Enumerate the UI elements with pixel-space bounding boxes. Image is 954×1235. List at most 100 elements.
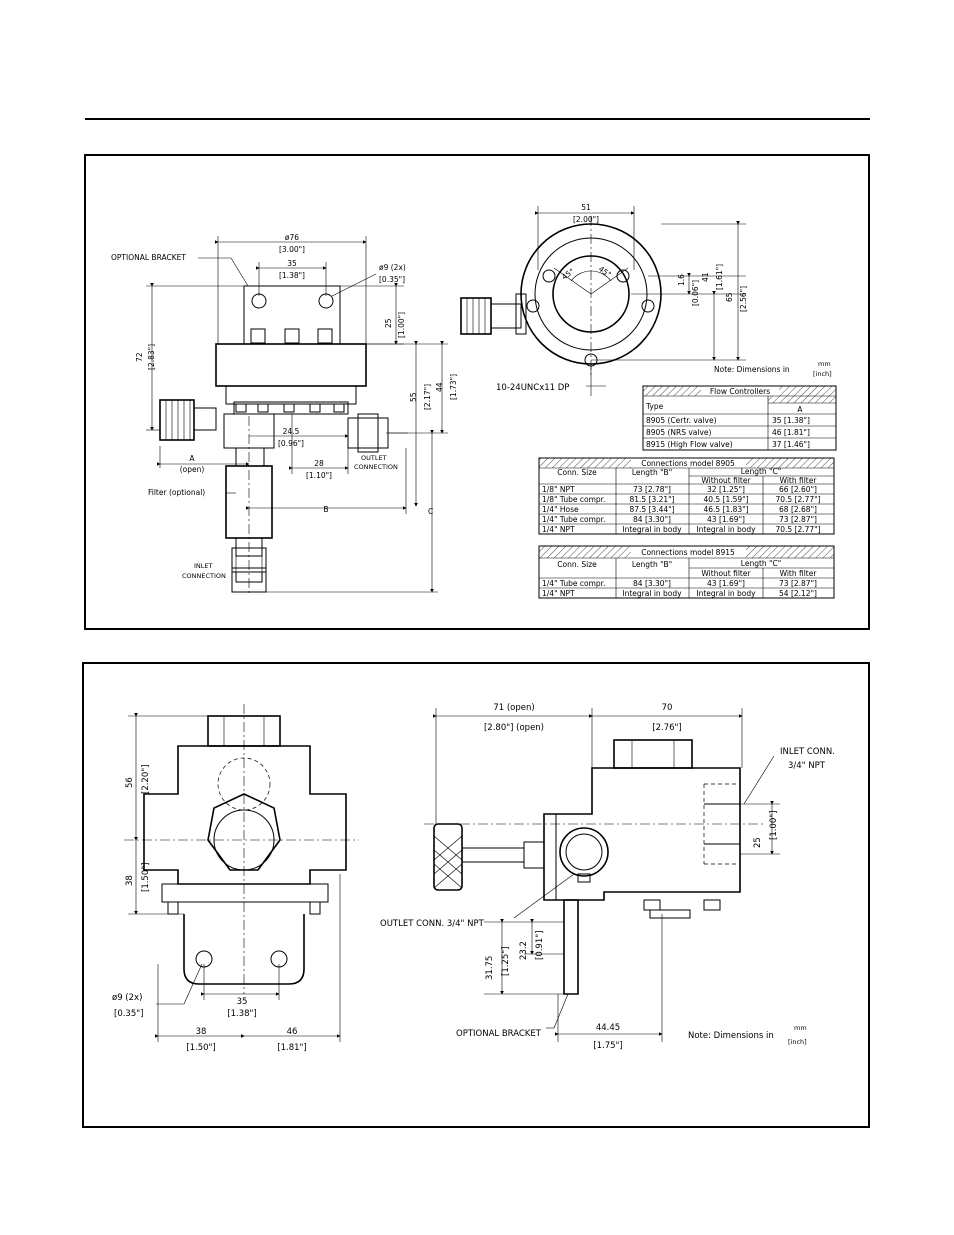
dim-72: 72 bbox=[135, 352, 144, 362]
dim-72-in: [2.83"] bbox=[147, 344, 156, 370]
dim-35-in: [1.38"] bbox=[279, 271, 305, 280]
c8915-h-size: Conn. Size bbox=[557, 560, 597, 569]
dim-44-45-in: [1.75"] bbox=[593, 1041, 622, 1051]
dim-44-45: 44.45 bbox=[596, 1023, 620, 1033]
label-outlet2: OUTLET CONN. 3/4" NPT bbox=[380, 919, 485, 929]
dim-25b: 25 bbox=[753, 837, 763, 848]
dim-41: 41 bbox=[701, 272, 710, 282]
dim-56: 56 bbox=[125, 777, 135, 788]
dim-23-2: 23.2 bbox=[519, 941, 529, 960]
label-filter: Filter (optional) bbox=[148, 488, 205, 497]
label-outlet: OUTLET bbox=[361, 454, 387, 462]
svg-text:32 [1.25"]: 32 [1.25"] bbox=[707, 485, 745, 494]
dim-31-75: 31.75 bbox=[485, 956, 495, 980]
top-drawing: ø76 [3.00"] 35 [1.38"] ø9 (2x) [0.35"] O… bbox=[111, 203, 837, 599]
c8905-h-size: Conn. Size bbox=[557, 468, 597, 477]
dim-a: A bbox=[189, 454, 195, 463]
label-inlet2-npt: 3/4" NPT bbox=[788, 761, 826, 771]
bottom-right-view: 71 (open) [2.80"] (open) 70 [2.76"] INLE… bbox=[380, 703, 835, 1051]
dim-hole: ø9 (2x) bbox=[379, 263, 406, 272]
c8915-h-c: Length "C" bbox=[741, 559, 781, 568]
dim-44-in: [1.73"] bbox=[449, 374, 458, 400]
dim-b: B bbox=[323, 505, 328, 514]
flow-row-3-type: 8915 (High Flow valve) bbox=[646, 440, 733, 449]
svg-text:Integral in body: Integral in body bbox=[696, 525, 756, 534]
note-unit-mm: mm bbox=[818, 360, 831, 368]
right-body bbox=[543, 767, 741, 901]
dim-46-in: [1.81"] bbox=[277, 1043, 306, 1053]
svg-text:Integral in body: Integral in body bbox=[696, 589, 756, 598]
dim-35b-in: [1.38"] bbox=[227, 1009, 256, 1019]
flow-row-2-type: 8905 (NRS valve) bbox=[646, 428, 712, 437]
c8915-title: Connections model 8915 bbox=[641, 548, 735, 557]
dim-c: C bbox=[428, 507, 433, 516]
dim-28: 28 bbox=[314, 459, 324, 468]
dim-hole-in: [0.35"] bbox=[379, 275, 405, 284]
dim-hole2: ø9 (2x) bbox=[112, 993, 142, 1003]
svg-text:54 [2.12"]: 54 [2.12"] bbox=[779, 589, 817, 598]
side-view: ø76 [3.00"] 35 [1.38"] ø9 (2x) [0.35"] O… bbox=[111, 233, 458, 596]
c8905-title: Connections model 8905 bbox=[641, 459, 735, 468]
dim-51-in: [2.00"] bbox=[573, 215, 599, 224]
dim-41-in: [1.61"] bbox=[715, 264, 724, 290]
svg-text:1/4" NPT: 1/4" NPT bbox=[542, 589, 575, 598]
hex-top-right bbox=[613, 739, 693, 769]
dim-71-in: [2.80"] (open) bbox=[484, 723, 544, 733]
bottom-drawing: 56 [2.20"] 38 [1.50"] ø9 (2x) [0.35"] 35… bbox=[112, 703, 835, 1053]
svg-text:Integral in body: Integral in body bbox=[622, 589, 682, 598]
dim-25-in: [1.00"] bbox=[397, 312, 406, 338]
svg-text:46.5 [1.83"]: 46.5 [1.83"] bbox=[703, 505, 748, 514]
flow-controllers-table: Flow Controllers Type A 8905 (Certr. val… bbox=[642, 385, 837, 451]
svg-text:81.5 [3.21"]: 81.5 [3.21"] bbox=[629, 495, 674, 504]
svg-text:70.5 [2.77"]: 70.5 [2.77"] bbox=[775, 525, 820, 534]
dim-31-75-in: [1.25"] bbox=[501, 947, 511, 976]
connections-8905-table: Connections model 8905 Conn. Size Length… bbox=[538, 457, 835, 535]
dim-70: 70 bbox=[662, 703, 673, 713]
bottom-left-view: 56 [2.20"] 38 [1.50"] ø9 (2x) [0.35"] 35… bbox=[112, 704, 359, 1053]
dim-55-in: [2.17"] bbox=[423, 384, 432, 410]
label-inlet: INLET bbox=[194, 562, 213, 570]
dim-24-5-in: [0.96"] bbox=[278, 439, 304, 448]
svg-text:84 [3.30"]: 84 [3.30"] bbox=[633, 515, 671, 524]
main-body bbox=[215, 343, 367, 387]
svg-text:73 [2.78"]: 73 [2.78"] bbox=[633, 485, 671, 494]
svg-text:1/4" Tube compr.: 1/4" Tube compr. bbox=[542, 579, 605, 588]
dim-65: 65 bbox=[725, 292, 734, 302]
svg-text:73 [2.87"]: 73 [2.87"] bbox=[779, 579, 817, 588]
svg-text:66 [2.60"]: 66 [2.60"] bbox=[779, 485, 817, 494]
c8905-h-c: Length "C" bbox=[741, 467, 781, 476]
label-optional-bracket: OPTIONAL BRACKET bbox=[111, 253, 186, 262]
dim-56-in: [2.20"] bbox=[141, 765, 151, 794]
knob bbox=[159, 399, 195, 441]
right-bracket bbox=[563, 899, 579, 995]
c8905-h-b: Length "B" bbox=[632, 468, 672, 477]
dim-d76: ø76 bbox=[285, 233, 299, 242]
bracket-plate bbox=[243, 285, 341, 345]
svg-text:70.5 [2.77"]: 70.5 [2.77"] bbox=[775, 495, 820, 504]
dim-23-2-in: [0.91"] bbox=[535, 931, 545, 960]
flow-row-1-type: 8905 (Certr. valve) bbox=[646, 416, 717, 425]
label-inlet2: INLET CONN. bbox=[780, 747, 835, 757]
flow-col-a: A bbox=[797, 405, 803, 414]
dim-44: 44 bbox=[435, 382, 444, 392]
dim-70-in: [2.76"] bbox=[652, 723, 681, 733]
c8905-h-with: With filter bbox=[780, 476, 818, 485]
outlet-port bbox=[559, 827, 609, 877]
c8915-h-b: Length "B" bbox=[632, 560, 672, 569]
outlet-fitting bbox=[347, 417, 389, 449]
dim-d76-in: [3.00"] bbox=[279, 245, 305, 254]
flow-row-2-a: 46 [1.81"] bbox=[772, 428, 810, 437]
svg-text:Integral in body: Integral in body bbox=[622, 525, 682, 534]
note-dimensions2: Note: Dimensions in bbox=[688, 1031, 774, 1041]
angle-right: 45° bbox=[597, 264, 613, 279]
c8915-h-without: Without filter bbox=[701, 569, 751, 578]
flow-row-1-a: 35 [1.38"] bbox=[772, 416, 810, 425]
note-unit-mm2: mm bbox=[794, 1024, 807, 1032]
svg-text:40.5 [1.59"]: 40.5 [1.59"] bbox=[703, 495, 748, 504]
dim-38v: 38 bbox=[125, 875, 135, 886]
label-bracket2: OPTIONAL BRACKET bbox=[456, 1029, 542, 1039]
svg-text:1/4" Tube compr.: 1/4" Tube compr. bbox=[542, 515, 605, 524]
dim-1-6: 1.6 bbox=[677, 274, 686, 286]
svg-text:43 [1.69"]: 43 [1.69"] bbox=[707, 579, 745, 588]
note-unit-inch: [inch] bbox=[813, 370, 832, 378]
